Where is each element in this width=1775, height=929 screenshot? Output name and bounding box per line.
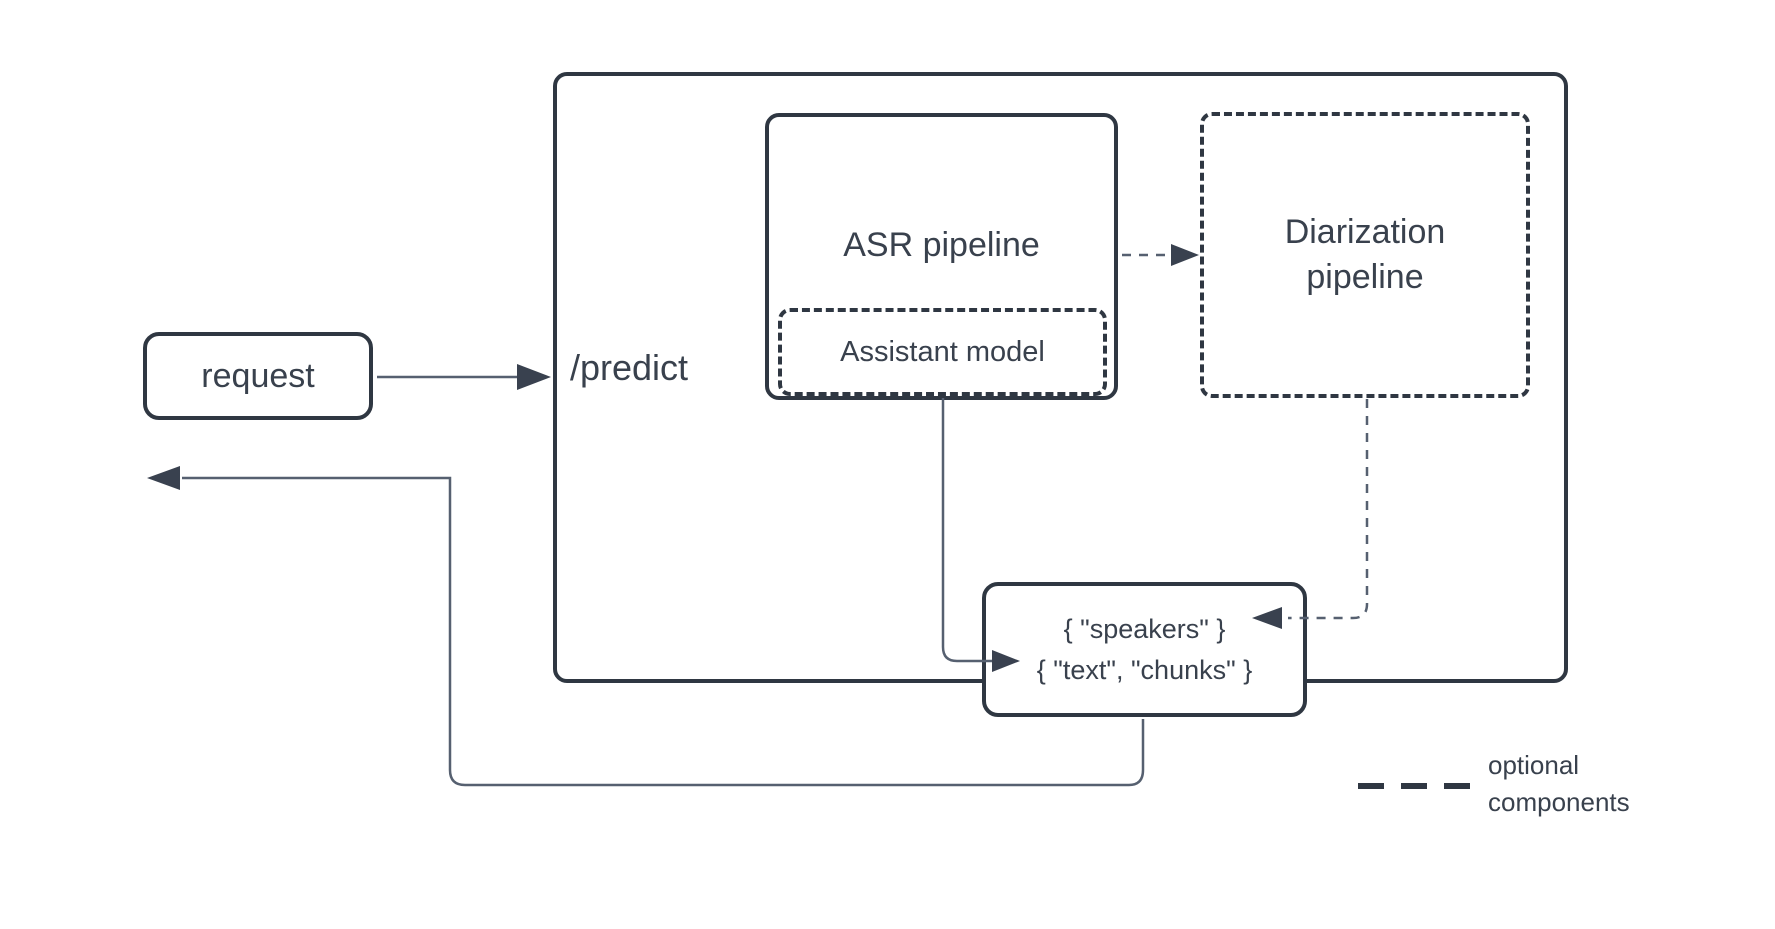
legend-line1: optional [1488,750,1580,780]
response-node: { "speakers" } { "text", "chunks" } [982,582,1307,717]
request-label: request [201,356,315,395]
legend-line2: components [1488,787,1630,817]
assistant-model-label: Assistant model [840,335,1045,368]
arrowhead-into-predict-icon [517,364,551,390]
arrowhead-return-to-client-icon [147,466,180,490]
request-node: request [143,332,373,420]
diarization-pipeline-node: Diarization pipeline [1200,112,1530,398]
asr-pipeline-node [765,113,1118,400]
diarization-label-line2: pipeline [1306,258,1424,296]
assistant-model-node: Assistant model [778,308,1107,396]
diarization-label-line1: Diarization [1284,213,1446,251]
predict-label: /predict [570,347,689,388]
response-text-chunks-line: { "text", "chunks" } [1036,654,1253,685]
legend-label: optional components [1488,747,1630,821]
asr-pipeline-label: ASR pipeline [843,226,1040,264]
response-speakers-line: { "speakers" } [1063,613,1226,644]
